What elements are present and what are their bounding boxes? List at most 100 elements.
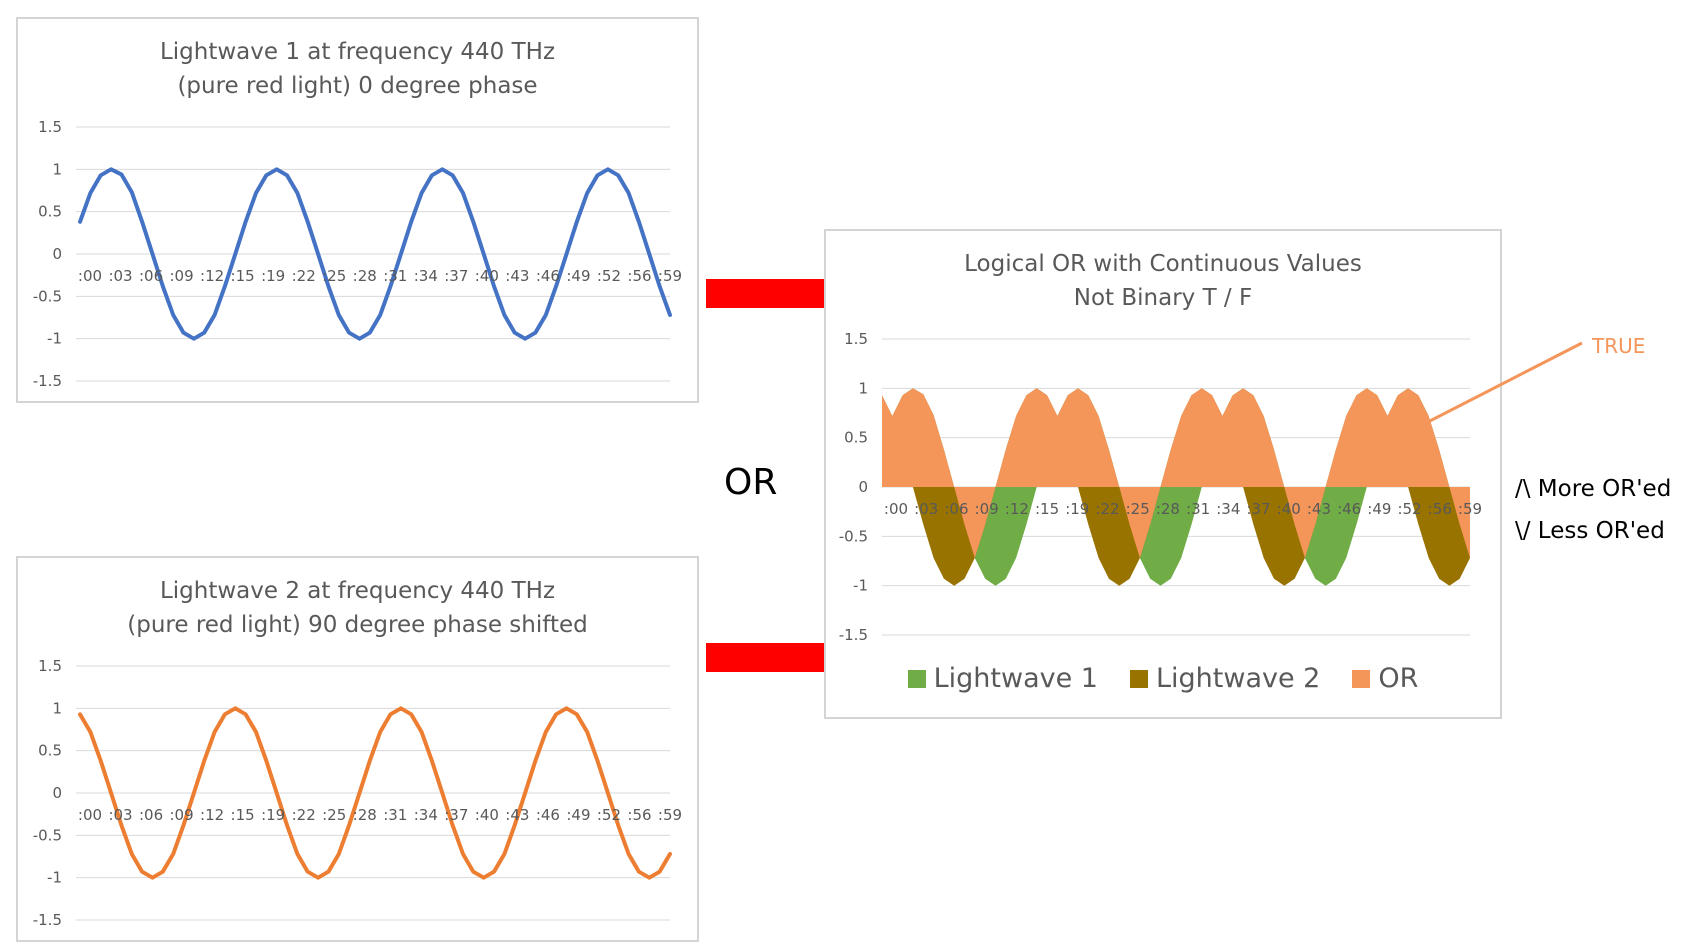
plot-area: 1.510.50-0.5-1-1.5:00:03:06:09:12:15:19:… (33, 657, 682, 929)
x-tick-label: :59 (1458, 500, 1482, 518)
y-tick-label: -1.5 (839, 626, 868, 644)
x-tick-label: :34 (1216, 500, 1240, 518)
y-tick-label: 0.5 (844, 429, 868, 447)
x-tick-label: :40 (475, 806, 499, 824)
x-tick-label: :03 (108, 806, 132, 824)
chart-title-line-2: (pure red light) 90 degree phase shifted (127, 612, 588, 638)
x-tick-label: :46 (1337, 500, 1361, 518)
x-tick-label: :19 (1065, 500, 1089, 518)
x-tick-label: :31 (383, 806, 407, 824)
plot-area: 1.510.50-0.5-1-1.5:00:03:06:09:12:15:19:… (33, 118, 682, 390)
note-more: /\ More OR'ed (1515, 476, 1672, 502)
x-tick-label: :06 (944, 500, 968, 518)
y-tick-label: 0 (52, 784, 62, 802)
x-tick-label: :12 (200, 267, 224, 285)
x-tick-label: :00 (884, 500, 908, 518)
x-tick-label: :52 (597, 806, 621, 824)
y-tick-label: -0.5 (839, 527, 868, 545)
x-tick-label: :31 (1186, 500, 1210, 518)
x-tick-label: :22 (292, 267, 316, 285)
legend-item-lightwave-1: Lightwave 1 (907, 663, 1098, 694)
y-tick-label: 1 (52, 160, 62, 178)
x-tick-label: :43 (505, 806, 529, 824)
x-tick-label: :49 (1367, 500, 1391, 518)
x-tick-label: :15 (1035, 500, 1059, 518)
note-less: \/ Less OR'ed (1515, 518, 1665, 544)
y-tick-label: 0.5 (38, 203, 62, 221)
x-tick-label: :15 (231, 806, 255, 824)
connector-top (706, 279, 824, 308)
x-tick-label: :00 (78, 267, 102, 285)
y-tick-label: 0.5 (38, 742, 62, 760)
x-tick-label: :19 (261, 806, 285, 824)
y-tick-label: 1.5 (38, 118, 62, 136)
x-tick-label: :40 (1277, 500, 1301, 518)
operator-label: OR (724, 462, 778, 503)
x-tick-label: :46 (536, 267, 560, 285)
legend-swatch (1352, 669, 1371, 688)
x-tick-label: :56 (627, 267, 651, 285)
series-line (78, 706, 672, 880)
x-tick-label: :06 (139, 267, 163, 285)
x-tick-label: :25 (322, 806, 346, 824)
x-tick-label: :12 (1005, 500, 1029, 518)
y-tick-label: 0 (858, 478, 868, 496)
x-tick-label: :12 (200, 806, 224, 824)
x-tick-label: :49 (566, 806, 590, 824)
chart-logical-or: Logical OR with Continuous Values Not Bi… (824, 229, 1502, 719)
y-tick-label: -1.5 (33, 372, 62, 390)
x-tick-label: :28 (353, 806, 377, 824)
x-tick-label: :31 (383, 267, 407, 285)
annotation-line (1423, 341, 1583, 426)
legend-label: Lightwave 1 (933, 663, 1098, 694)
x-tick-label: :03 (108, 267, 132, 285)
x-tick-label: :09 (975, 500, 999, 518)
legend-item-or: OR (1352, 663, 1418, 694)
chart-title-line-2: Not Binary T / F (1073, 285, 1253, 311)
y-tick-label: -1 (47, 330, 62, 348)
x-tick-label: :46 (536, 806, 560, 824)
x-tick-label: :49 (566, 267, 590, 285)
chart-title: Lightwave 1 at frequency 440 THz (pure r… (18, 35, 697, 103)
y-tick-label: -1 (853, 577, 868, 595)
x-tick-label: :28 (1156, 500, 1180, 518)
legend-swatch (907, 669, 926, 688)
x-tick-label: :25 (1126, 500, 1150, 518)
x-tick-label: :59 (658, 267, 682, 285)
chart-title-line-1: Lightwave 1 at frequency 440 THz (159, 39, 556, 65)
x-tick-label: :09 (170, 806, 194, 824)
connector-bottom (706, 643, 824, 672)
chart-lightwave-1: Lightwave 1 at frequency 440 THz (pure r… (16, 17, 699, 403)
chart-lightwave-2: Lightwave 2 at frequency 440 THz (pure r… (16, 556, 699, 942)
x-tick-label: :37 (444, 267, 468, 285)
x-tick-label: :28 (353, 267, 377, 285)
x-tick-label: :52 (597, 267, 621, 285)
legend-swatch (1129, 669, 1148, 688)
x-tick-label: :56 (627, 806, 651, 824)
chart-legend: Lightwave 1 Lightwave 2 OR (826, 663, 1500, 694)
series-area (882, 388, 1470, 558)
x-tick-label: :37 (444, 806, 468, 824)
x-tick-label: :00 (78, 806, 102, 824)
x-tick-label: :06 (139, 806, 163, 824)
x-tick-label: :15 (231, 267, 255, 285)
annotation-true-label: TRUE (1592, 334, 1646, 358)
legend-item-lightwave-2: Lightwave 2 (1129, 663, 1320, 694)
chart-title: Lightwave 2 at frequency 440 THz (pure r… (18, 574, 697, 642)
x-tick-label: :52 (1398, 500, 1422, 518)
x-tick-label: :40 (475, 267, 499, 285)
y-tick-label: 1 (858, 379, 868, 397)
x-tick-label: :34 (414, 267, 438, 285)
x-tick-label: :34 (414, 806, 438, 824)
chart-title: Logical OR with Continuous Values Not Bi… (826, 247, 1500, 315)
chart-title-line-1: Lightwave 2 at frequency 440 THz (159, 578, 556, 604)
y-tick-label: 1 (52, 699, 62, 717)
y-tick-label: 1.5 (38, 657, 62, 675)
chart-title-line-2: (pure red light) 0 degree phase (177, 73, 538, 99)
x-tick-label: :43 (1307, 500, 1331, 518)
x-tick-label: :19 (261, 267, 285, 285)
legend-label: OR (1378, 663, 1419, 694)
x-tick-label: :59 (658, 806, 682, 824)
x-tick-label: :56 (1428, 500, 1452, 518)
x-tick-label: :43 (505, 267, 529, 285)
